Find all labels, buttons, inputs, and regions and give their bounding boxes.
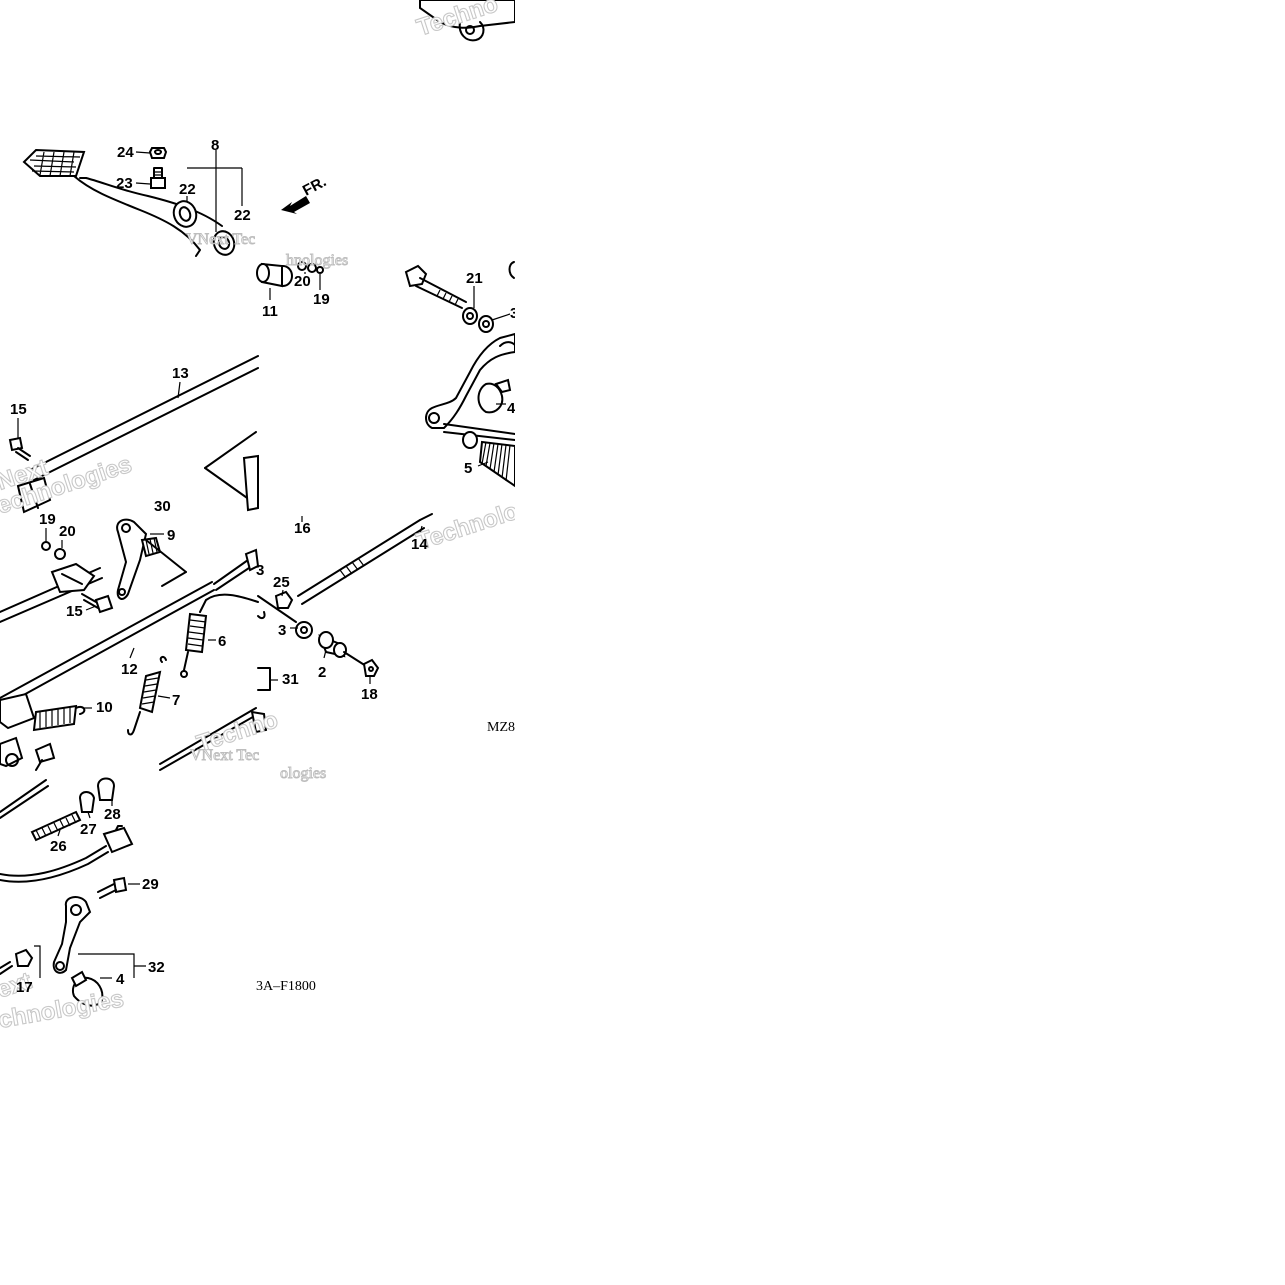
callout-31: 31 <box>282 671 299 688</box>
long-rod-13 <box>29 355 259 481</box>
lower-clevis-left <box>0 692 36 768</box>
callout-3b: 3 <box>256 562 264 579</box>
fr-arrow <box>281 196 310 214</box>
clip-27 <box>78 791 96 813</box>
lower-linkage-mid <box>159 707 268 771</box>
callout-8: 8 <box>211 137 219 154</box>
callout-7: 7 <box>172 692 180 709</box>
small-nuts-19-20 <box>297 261 324 274</box>
callout-20b: 20 <box>59 523 76 540</box>
callout-15b: 15 <box>66 603 83 620</box>
washer-22b <box>212 230 236 256</box>
svg-text:VNext Tec: VNext Tec <box>186 231 255 248</box>
linkage-3-mid <box>257 595 297 623</box>
nuts-19-20-left <box>41 541 66 560</box>
clevis-top <box>16 476 52 514</box>
callout-27: 27 <box>80 821 97 838</box>
callout-23: 23 <box>116 175 133 192</box>
callout-4b: 4 <box>116 971 125 988</box>
rod-14 <box>297 513 433 605</box>
callout-10: 10 <box>96 699 113 716</box>
nut-24 <box>148 147 168 159</box>
shaft-clevis <box>0 562 103 623</box>
bracket-31 <box>257 667 271 691</box>
bolt-23 <box>150 167 166 189</box>
shift-arm <box>425 332 516 429</box>
callout-21: 21 <box>466 270 483 287</box>
bushing-11 <box>256 262 293 288</box>
callout-19a: 19 <box>313 291 330 308</box>
callout-6: 6 <box>218 633 226 650</box>
rod-12 <box>0 548 260 709</box>
nut-17 <box>0 948 34 975</box>
callout-14: 14 <box>411 536 428 553</box>
callout-11: 11 <box>262 303 278 320</box>
top-peg-part <box>419 0 516 42</box>
washer-21 <box>462 307 478 325</box>
nut-25 <box>274 590 294 609</box>
callout-19b: 19 <box>39 511 56 528</box>
callout-5: 5 <box>464 460 472 477</box>
callout-18: 18 <box>361 686 378 703</box>
callout-2: 2 <box>318 664 326 681</box>
switch-wire <box>0 825 134 883</box>
shift-rod-5 <box>443 423 516 449</box>
callout-13: 13 <box>172 365 189 382</box>
leader-lines <box>17 150 511 979</box>
pin-15-top <box>8 436 31 461</box>
callout-22b: 22 <box>234 207 251 224</box>
watermarks: Techno Next echnologies Technologies VNe… <box>0 0 568 1034</box>
callout-29: 29 <box>142 876 159 893</box>
spring-10 <box>32 704 86 732</box>
callout-16: 16 <box>294 520 311 537</box>
callout-12: 12 <box>121 661 138 678</box>
callout-28: 28 <box>104 806 121 823</box>
callout-9: 9 <box>167 527 175 544</box>
callout-30: 30 <box>154 498 171 515</box>
rubber-4-right <box>477 378 512 414</box>
bolt-29 <box>97 876 128 899</box>
bushing-2 <box>318 631 347 658</box>
bolt-lower-left <box>34 742 56 771</box>
callout-22a: 22 <box>179 181 196 198</box>
pivot-box <box>204 431 259 512</box>
fr-label: FR. <box>300 173 329 199</box>
cap-28 <box>96 777 116 801</box>
callout-20a: 20 <box>294 273 311 290</box>
threaded-rod-left <box>0 779 49 819</box>
diagram-code-left: 3A–F1800 <box>256 979 316 994</box>
callout-26: 26 <box>50 838 67 855</box>
spring-26 <box>30 810 82 842</box>
washer-3-right <box>478 315 494 333</box>
cable-6 <box>180 593 259 678</box>
side-lever-32 <box>52 896 92 974</box>
callout-17: 17 <box>16 979 33 996</box>
svg-text:hnologies: hnologies <box>286 252 348 269</box>
brake-pedal <box>22 148 223 257</box>
callout-3a: 3 <box>510 305 518 322</box>
callout-32: 32 <box>148 959 165 976</box>
diagram-code-right: MZ8 <box>487 720 515 735</box>
washer-22a <box>172 200 198 228</box>
bracket-line-30 <box>145 539 187 587</box>
rubber-4-left <box>70 970 104 1007</box>
svg-text:ologies: ologies <box>280 765 326 782</box>
washer-3-mid <box>295 621 313 639</box>
spring-7 <box>127 655 167 736</box>
callout-labels: 24 8 23 22 22 20 19 11 21 3 4 5 13 15 30… <box>10 137 518 996</box>
spring-5 <box>478 440 516 488</box>
shift-bolt <box>404 261 515 309</box>
nut-18 <box>343 651 380 677</box>
bracket-9 <box>116 518 162 600</box>
callout-3c: 3 <box>278 622 286 639</box>
callout-4a: 4 <box>507 400 516 417</box>
svg-text:VNext Tec: VNext Tec <box>190 747 259 764</box>
callout-25: 25 <box>273 574 290 591</box>
callout-24: 24 <box>117 144 134 161</box>
callout-15a: 15 <box>10 401 27 418</box>
